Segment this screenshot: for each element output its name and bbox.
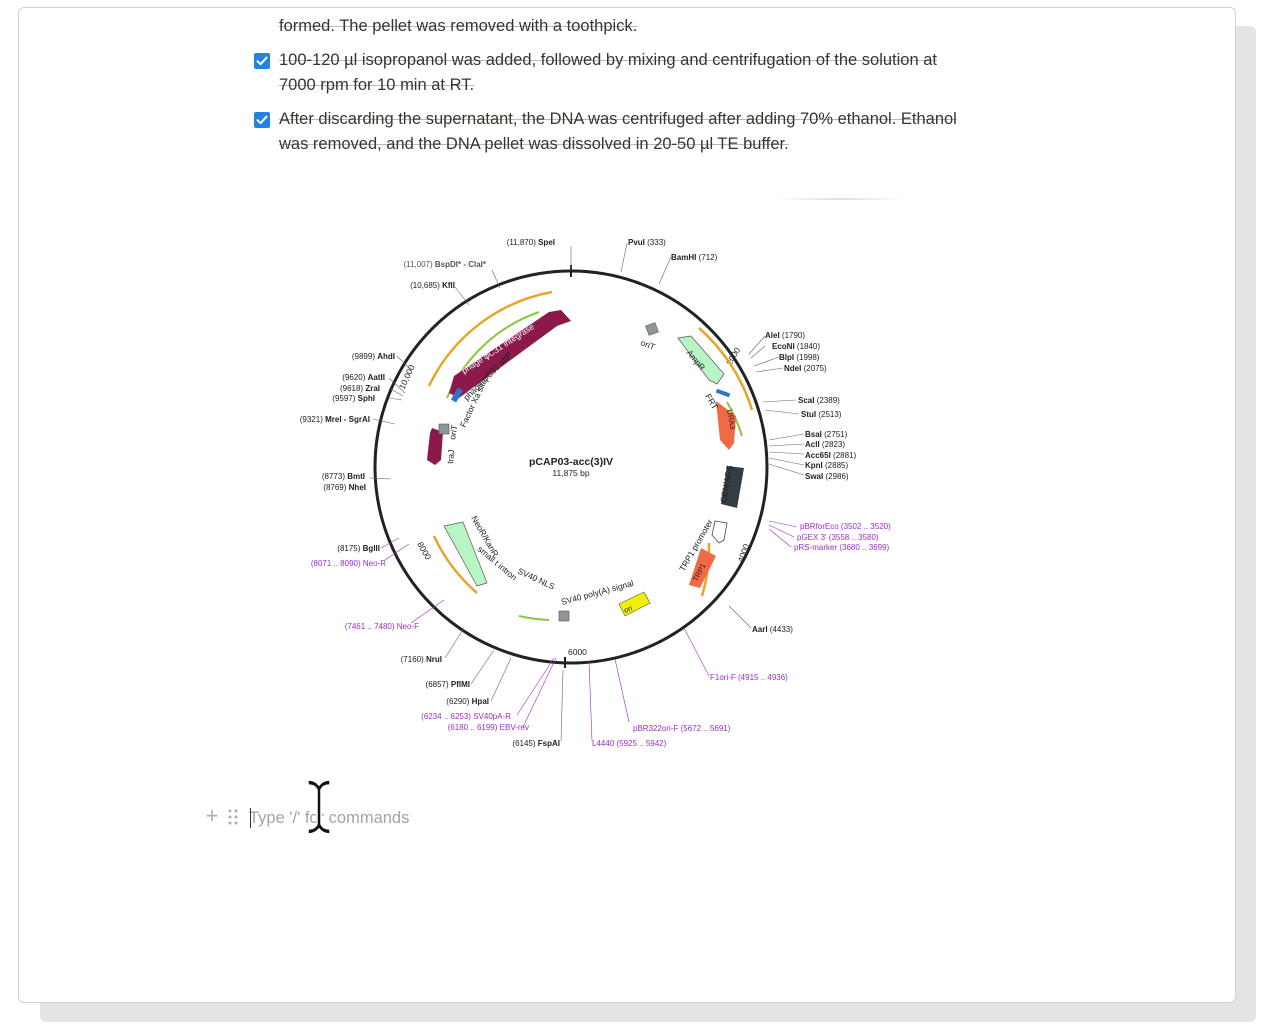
site-label: (6290) HpaI (446, 697, 489, 706)
site-label: (8773) BmtI (322, 472, 365, 481)
page-content: formed. The pellet was removed with a to… (19, 8, 1235, 1002)
orf-arc (518, 615, 550, 621)
todo-text-line[interactable]: After discarding the supernatant, the DN… (279, 110, 957, 128)
orit-feature[interactable] (438, 423, 450, 435)
site-label: (9620) AatII (342, 373, 385, 382)
orit-feature[interactable] (645, 322, 659, 336)
cen-ars-feature[interactable] (721, 466, 744, 508)
site-label: AleI (1790) (765, 331, 805, 340)
image-edge-artifact (775, 198, 905, 200)
ibeam-cursor-icon (307, 779, 331, 835)
todo-text-line[interactable]: was removed, and the DNA pellet was diss… (279, 135, 789, 153)
tick-label: 10,000 (397, 363, 417, 391)
primer-label: F1ori-F (4915 .. 4936) (710, 673, 788, 682)
primer-label: (6234 .. 6253) SV40pA-R (421, 712, 511, 721)
site-label: (7160) NruI (401, 655, 442, 664)
feature-label: traJ (445, 449, 456, 464)
site-label: Acc65I (2881) (805, 451, 856, 460)
drag-handle-icon[interactable] (227, 808, 239, 826)
plasmid-size: 11,875 bp (552, 468, 589, 478)
site-label: StuI (2513) (801, 410, 842, 419)
site-label: (8175) BglII (337, 544, 380, 553)
site-label: BsaI (2751) (805, 430, 848, 439)
primer-label: (6180 .. 6199) EBV-rev (448, 723, 529, 732)
feature-label: oriT (447, 424, 459, 440)
primer-label: (7461 .. 7480) Neo-F (345, 622, 419, 631)
primer-label: pRS-marker (3680 .. 3699) (794, 543, 890, 552)
sv40-nls-feature[interactable] (558, 610, 570, 622)
ampr-feature[interactable] (677, 335, 725, 385)
primer-label: L4440 (5925 .. 5942) (592, 739, 667, 748)
site-label: (9597) SphI (332, 394, 375, 403)
site-label: (9899) AhdI (352, 352, 395, 361)
todo-checkbox[interactable] (254, 112, 270, 128)
orf-arc (427, 290, 553, 387)
check-icon (256, 56, 268, 66)
site-label: NdeI (2075) (784, 364, 827, 373)
feature-label: ori (623, 603, 634, 614)
ura3-feature[interactable] (716, 401, 736, 450)
primer-label: pGEX 3' (3558 .. 3580) (797, 533, 879, 542)
block-controls: + (204, 803, 254, 828)
tick-label: 8000 (415, 540, 433, 562)
neor-feature[interactable] (443, 521, 488, 587)
integrase-fragment-feature[interactable] (427, 428, 443, 465)
integrase-feature[interactable] (449, 310, 571, 398)
site-label: EcoNI (1840) (772, 342, 820, 351)
text-caret (250, 808, 251, 828)
document-window: formed. The pellet was removed with a to… (18, 7, 1236, 1003)
partial-todo-text: formed. The pellet was removed with a to… (279, 17, 638, 35)
add-block-icon[interactable]: + (205, 803, 219, 828)
site-label: (6145) FspAI (512, 739, 560, 748)
todo-text-line[interactable]: 7000 rpm for 10 min at RT. (279, 76, 475, 94)
site-label: BamHI (712) (671, 253, 718, 262)
feature-label: SV40 NLS (516, 566, 556, 592)
site-label: KpnI (2885) (805, 461, 848, 470)
site-label: (9321) MreI - SgrAI (300, 415, 370, 424)
frt-feature[interactable] (715, 388, 731, 398)
feature-label: oriT (639, 337, 656, 351)
site-label: (10,685) KflI (410, 281, 455, 290)
primer-label: pBR322ori-F (5672 .. 5691) (633, 724, 731, 733)
attp-feature[interactable] (450, 387, 464, 403)
site-label: AclI (2823) (805, 440, 845, 449)
todo-checkbox[interactable] (254, 53, 270, 69)
orf-arc (432, 535, 478, 594)
plasmid-map-image[interactable]: pCAP03-acc(3)IV 11,875 bp 2000 4000 6000… (249, 188, 949, 768)
primer-leader-lines (384, 520, 798, 742)
check-icon (256, 115, 268, 125)
todo-text-line[interactable]: 100-120 µl isopropanol was added, follow… (279, 51, 938, 69)
site-label: ScaI (2389) (798, 396, 840, 405)
plasmid-name: pCAP03-acc(3)IV (529, 456, 613, 468)
primer-label: pBRforEco (3502 .. 3520) (800, 522, 891, 531)
orf-arc (698, 327, 754, 411)
site-label: AarI (4433) (752, 625, 793, 634)
site-label: SwaI (2986) (805, 472, 849, 481)
leader-lines (368, 242, 805, 742)
tick-label: 6000 (568, 647, 587, 657)
feature-label: URA3 (725, 409, 737, 430)
site-label: (11,007) BspDI* - ClaI* (403, 260, 486, 269)
site-label: (9618) ZraI (340, 384, 380, 393)
site-label: PvuI (333) (628, 238, 666, 247)
site-label: BlpI (1998) (779, 353, 820, 362)
site-label: (8769) NheI (323, 483, 366, 492)
trp1-feature[interactable] (689, 548, 716, 588)
tick-label: 4000 (735, 542, 751, 563)
site-label: (11,870) SpeI (507, 238, 555, 247)
primer-label: (8071 .. 8090) Neo-R (311, 559, 386, 568)
trp1-promoter-feature[interactable] (711, 520, 728, 544)
site-label: (6857) PflMI (426, 680, 470, 689)
ori-feature[interactable] (618, 591, 651, 617)
